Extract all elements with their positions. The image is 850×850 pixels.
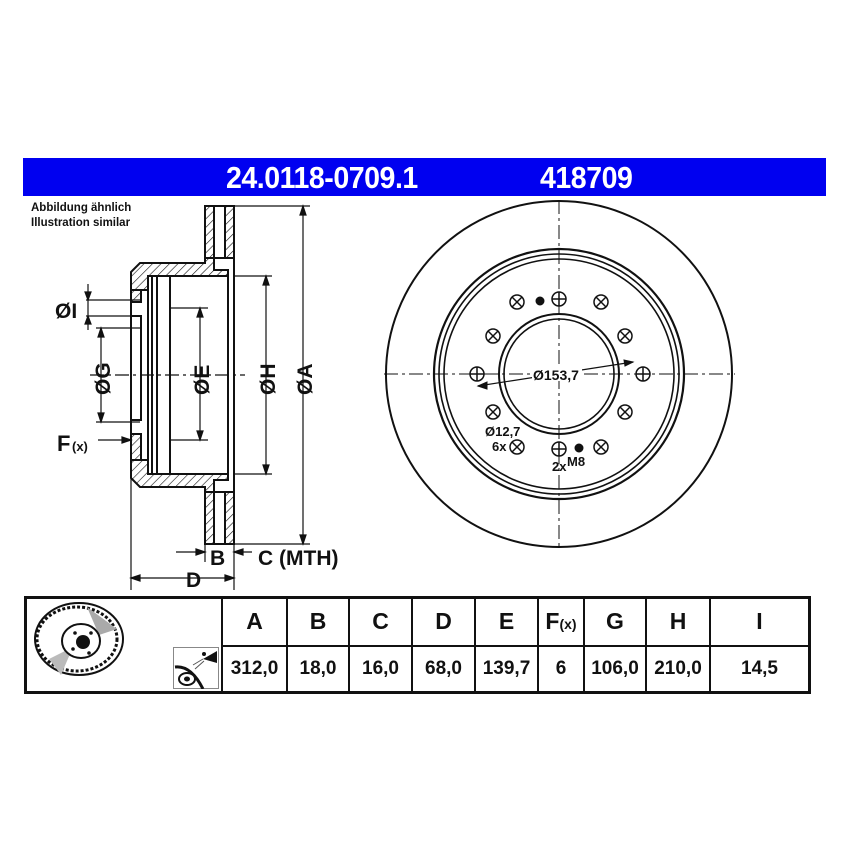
table-header-row: A B C D E F(x) G H I xyxy=(24,596,811,694)
col-header-f: F(x) xyxy=(537,596,585,647)
dimension-lines xyxy=(84,204,310,590)
col-header-e: E xyxy=(474,596,539,647)
col-header-b: B xyxy=(286,596,350,647)
value-a: 312,0 xyxy=(221,644,288,694)
label-c-mth: C (MTH) xyxy=(258,547,338,570)
table-value-row: 312,0 18,0 16,0 68,0 139,7 6 106,0 210,0… xyxy=(26,644,811,694)
label-f: F xyxy=(57,431,70,456)
technical-drawing: ØI ØG ØE ØH ØA F (x) B C (MTH) D xyxy=(55,200,735,592)
label-d: D xyxy=(186,569,201,592)
label-thread-count: 2x xyxy=(552,459,567,474)
col-header-g: G xyxy=(583,596,647,647)
title-banner: 24.0118-0709.1 418709 xyxy=(23,158,826,196)
value-h: 210,0 xyxy=(645,644,711,694)
illustration-note: Abbildung ähnlich Illustration similar xyxy=(31,201,131,231)
dimensions-table: A B C D E F(x) G H I 312,0 18,0 16,0 68,… xyxy=(24,596,811,694)
value-g: 106,0 xyxy=(583,644,647,694)
label-f-sub: (x) xyxy=(72,439,88,454)
front-view xyxy=(384,200,735,550)
value-b: 18,0 xyxy=(286,644,350,694)
section-labels: ØI ØG ØE ØH ØA F (x) B C (MTH) D xyxy=(55,300,338,592)
col-header-i: I xyxy=(709,596,811,647)
value-e: 139,7 xyxy=(474,644,539,694)
product-image-cell xyxy=(24,596,223,694)
col-header-d: D xyxy=(411,596,476,647)
section-view xyxy=(130,205,235,545)
label-hole-count: 6x xyxy=(492,439,507,454)
label-dia-g: ØG xyxy=(92,362,115,395)
label-b: B xyxy=(210,547,225,570)
col-header-h: H xyxy=(645,596,711,647)
value-c: 16,0 xyxy=(348,644,413,694)
reference-number: 418709 xyxy=(540,160,633,195)
label-dia-a: ØA xyxy=(294,364,317,396)
bolt-holes xyxy=(469,291,651,457)
cleaning-spray-icon xyxy=(173,647,219,689)
label-dia-e: ØE xyxy=(191,365,214,395)
note-english: Illustration similar xyxy=(31,217,131,229)
label-dia-i: ØI xyxy=(55,300,77,323)
value-d: 68,0 xyxy=(411,644,476,694)
value-f: 6 xyxy=(537,644,585,694)
thread-hole xyxy=(535,296,545,306)
label-dia-h: ØH xyxy=(257,364,280,396)
col-header-c: C xyxy=(348,596,413,647)
col-header-a: A xyxy=(221,596,288,647)
front-labels: Ø153,7 Ø12,7 6x 2x M8 xyxy=(485,365,585,474)
label-pcd: Ø153,7 xyxy=(533,367,579,383)
note-german: Abbildung ähnlich xyxy=(31,202,132,214)
label-hole-dia: Ø12,7 xyxy=(485,424,520,439)
part-number: 24.0118-0709.1 xyxy=(226,160,418,195)
thread-hole xyxy=(574,443,584,453)
brake-disc-icon xyxy=(34,602,124,676)
label-thread: M8 xyxy=(567,454,585,469)
value-i: 14,5 xyxy=(709,644,811,694)
